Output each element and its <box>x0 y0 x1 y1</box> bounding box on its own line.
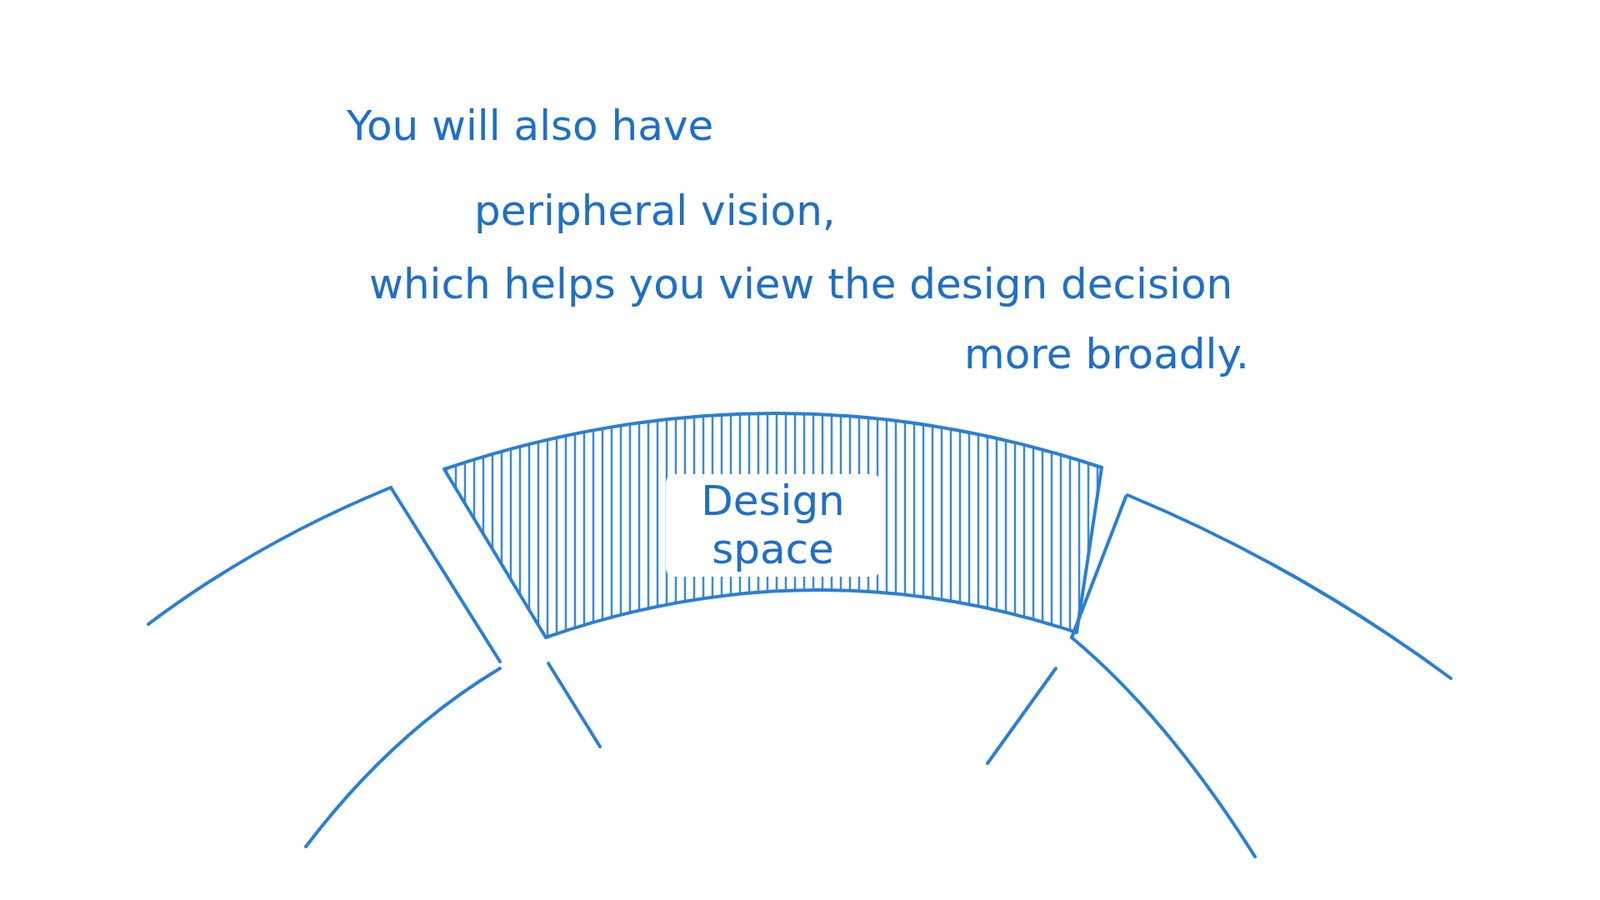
handwritten-note: You will also have <box>346 103 714 150</box>
left-outer-arc <box>148 487 391 625</box>
right-outer-arc <box>1127 495 1451 679</box>
right-inner-arc <box>1071 637 1255 857</box>
right-radial-line <box>987 668 1056 764</box>
left-inner-arc <box>305 668 500 847</box>
hatched-band <box>444 413 1102 638</box>
handwritten-note: which helps you view the design decision <box>369 261 1233 308</box>
left-radial-line <box>548 663 600 747</box>
design-space-band: Design space <box>444 413 1102 638</box>
handwritten-note: peripheral vision, <box>474 188 836 235</box>
handwritten-note: more broadly. <box>964 331 1250 378</box>
band-label: Design space <box>665 474 881 577</box>
